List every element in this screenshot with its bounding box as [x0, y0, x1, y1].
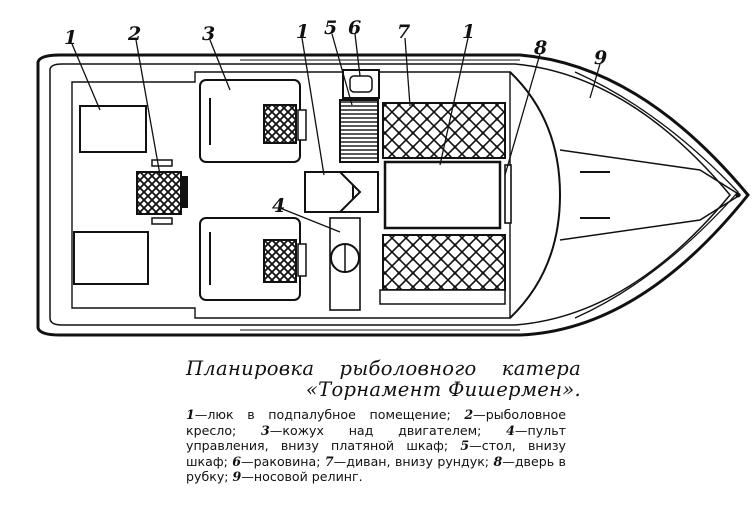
- table: [339, 99, 379, 163]
- callout-3-engine-cover: 3: [202, 23, 215, 45]
- hatch-aft-lower: [73, 231, 149, 285]
- bow-cleat: [735, 192, 741, 198]
- leader-lines: [71, 33, 601, 233]
- boat-plan-diagram: 1 2 3 1 5 6 7 1 8 9 4: [36, 17, 750, 337]
- hatch-aft-upper: [79, 105, 147, 153]
- callout-9-rail: 9: [594, 47, 607, 69]
- bow-rail: [574, 71, 739, 319]
- legend-item-9: 9—носовой релинг.: [232, 469, 363, 484]
- legend-item-8: 8—дверь в рубку;: [186, 453, 566, 485]
- callout-6-sink: 6: [348, 17, 361, 39]
- sofa-lower: [382, 234, 506, 291]
- callout-2-chair: 2: [127, 23, 141, 45]
- callout-4-console: 4: [272, 195, 285, 217]
- callout-1-hatch-aft: 1: [64, 27, 77, 49]
- windshield: [509, 71, 562, 319]
- callout-8-door: 8: [533, 37, 547, 59]
- caption-title-line-1: Планировка рыболовного катера: [186, 357, 581, 380]
- legend-item-3: 3—кожух над двигателем;: [261, 422, 507, 438]
- legend-item-1: 1—люк в подпалубное помещение;: [186, 407, 465, 422]
- legend-item-5: 5—стол, внизу шкаф;: [186, 438, 566, 469]
- callout-5-table: 5: [324, 17, 337, 39]
- legend-item-4: 4—пульт управления, внизу платяной шкаф;: [186, 422, 566, 454]
- seat-lower: [263, 239, 297, 283]
- control-console: [337, 171, 379, 213]
- callout-7-sofa: 7: [397, 21, 410, 43]
- callout-1-hatch-cockpit: 1: [296, 21, 309, 43]
- fishing-chair: [136, 171, 182, 215]
- seat-upper: [263, 104, 297, 144]
- hatch-cabin: [383, 160, 502, 230]
- hatch-cockpit: [304, 171, 354, 213]
- caption-legend: 1—люк в подпалубное помещение; 2—рыболов…: [186, 407, 566, 485]
- caption-title-line-2: «Торнамент Фишермен».: [305, 378, 581, 401]
- gunwale-inner: [49, 63, 731, 326]
- legend-item-7: 7—диван, внизу рундук;: [324, 453, 494, 469]
- chair-base: [182, 176, 188, 208]
- callout-1-hatch-cabin: 1: [462, 21, 475, 43]
- legend-item-6: 6—раковина;: [232, 453, 325, 469]
- chair-armrest-bottom: [151, 217, 173, 225]
- legend-item-2: 2—рыболовное кресло;: [186, 407, 566, 438]
- chair-armrest-top: [151, 159, 173, 167]
